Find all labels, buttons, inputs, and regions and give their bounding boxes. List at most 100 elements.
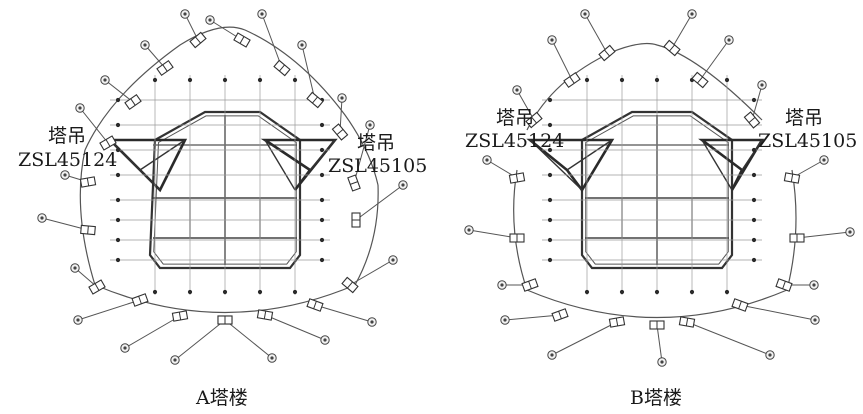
guy-line-13 — [739, 304, 816, 321]
right-arc — [786, 169, 797, 291]
anchor-0-core — [183, 12, 187, 16]
strut-top-1 — [619, 77, 625, 83]
anchor-11-core — [40, 216, 44, 220]
guy-line-0 — [184, 13, 199, 41]
guy-line-1 — [671, 13, 693, 49]
anchor-1-core — [208, 18, 212, 22]
clamp-7 — [99, 135, 117, 151]
strut-end-5-1 — [319, 217, 325, 223]
clamp-7-mid — [105, 139, 111, 147]
guy-line-0 — [584, 13, 608, 54]
strut-top-0 — [152, 77, 158, 83]
clamp-7-mid — [790, 173, 794, 183]
strut-bot-1 — [187, 289, 193, 295]
anchor-7-core — [822, 158, 826, 162]
anchor-12-core — [391, 258, 395, 262]
strut-end-0-1 — [751, 97, 757, 103]
strut-bot-3 — [257, 289, 263, 295]
anchor-0-core — [583, 12, 587, 16]
crane-brace-left-2 — [139, 139, 186, 171]
strut-bot-4 — [724, 289, 730, 295]
guy-line-13 — [74, 267, 98, 288]
tower-b-left-crane-name: 塔吊 — [496, 107, 534, 129]
clamp-14 — [306, 298, 324, 312]
clamp-4-mid — [312, 96, 318, 104]
clamp-5-mid — [748, 117, 756, 123]
clamp-9-mid — [86, 177, 90, 187]
guy-line-14 — [314, 304, 373, 323]
crane-brace-left-2 — [566, 139, 613, 171]
clamp-14-mid — [615, 317, 619, 327]
clamp-3 — [156, 59, 174, 77]
anchor-8-core — [467, 228, 471, 232]
clamp-13 — [731, 298, 749, 312]
clamp-5 — [743, 111, 761, 129]
crane-brace-right-2 — [309, 139, 336, 171]
guy-line-16 — [656, 324, 663, 363]
strut-end-0-0 — [115, 97, 121, 103]
guy-line-8 — [468, 229, 518, 239]
clamp-1-mid — [239, 36, 245, 44]
strut-bot-3 — [689, 289, 695, 295]
clamp-16-mid — [263, 310, 267, 320]
clamp-10-mid — [528, 281, 532, 289]
anchor-7-core — [78, 106, 82, 110]
strut-end-7-1 — [319, 257, 325, 263]
strut-end-3-0 — [115, 172, 121, 178]
anchor-2-core — [550, 38, 554, 42]
guy-line-10 — [355, 184, 404, 221]
clamp-0 — [598, 44, 616, 62]
strut-bot-2 — [654, 289, 660, 295]
clamp-13-mid — [94, 283, 100, 291]
clamp-6-mid — [515, 173, 519, 183]
bottom-arc — [526, 289, 788, 319]
anchor-8-core — [368, 123, 372, 127]
strut-end-7-0 — [115, 257, 121, 263]
guy-line-15 — [686, 321, 771, 356]
guy-line-4 — [301, 44, 316, 101]
clamp-1-mid — [669, 44, 675, 52]
clamp-1 — [663, 39, 681, 57]
strut-end-6-1 — [751, 237, 757, 243]
crane-brace-right-2 — [741, 139, 763, 171]
clamp-5 — [124, 93, 142, 111]
strut-end-2-1 — [319, 147, 325, 153]
strut-end-1-1 — [319, 122, 325, 128]
clamp-0-mid — [195, 36, 201, 44]
strut-end-1-0 — [547, 122, 553, 128]
clamp-4 — [306, 91, 324, 109]
core-outline — [580, 110, 734, 270]
clamp-10 — [351, 212, 361, 228]
strut-top-2 — [654, 77, 660, 83]
strut-end-5-0 — [115, 217, 121, 223]
clamp-1 — [233, 32, 251, 48]
clamp-12-mid — [558, 311, 562, 319]
anchor-15-core — [76, 318, 80, 322]
clamp-12-mid — [347, 281, 353, 289]
clamp-15 — [131, 293, 149, 307]
clamp-11 — [80, 224, 96, 236]
strut-top-2 — [222, 77, 228, 83]
clamp-13-mid — [738, 301, 742, 309]
anchor-17-core — [123, 346, 127, 350]
guy-line-5 — [751, 84, 763, 121]
core-inner-outline — [153, 115, 297, 265]
anchor-4-core — [300, 43, 304, 47]
tower-a-left-crane-model: ZSL45124 — [18, 149, 117, 171]
tower-b-left-crane-model: ZSL45124 — [465, 130, 564, 152]
clamp-2-mid — [569, 76, 575, 84]
tower-b-right-crane-name: 塔吊 — [785, 107, 823, 129]
guy-line-19 — [174, 319, 226, 361]
anchor-16-core — [323, 338, 327, 342]
clamp-15 — [678, 316, 696, 328]
clamp-3-mid — [162, 64, 168, 72]
guy-line-7 — [79, 107, 109, 144]
anchor-5-core — [103, 78, 107, 82]
guy-line-3 — [144, 44, 166, 69]
tower-a-right-crane-model: ZSL45105 — [328, 155, 427, 177]
strut-end-4-1 — [751, 197, 757, 203]
clamp-15-mid — [138, 296, 142, 304]
anchor-12-core — [503, 318, 507, 322]
anchor-9-core — [63, 173, 67, 177]
clamp-3 — [691, 71, 709, 89]
